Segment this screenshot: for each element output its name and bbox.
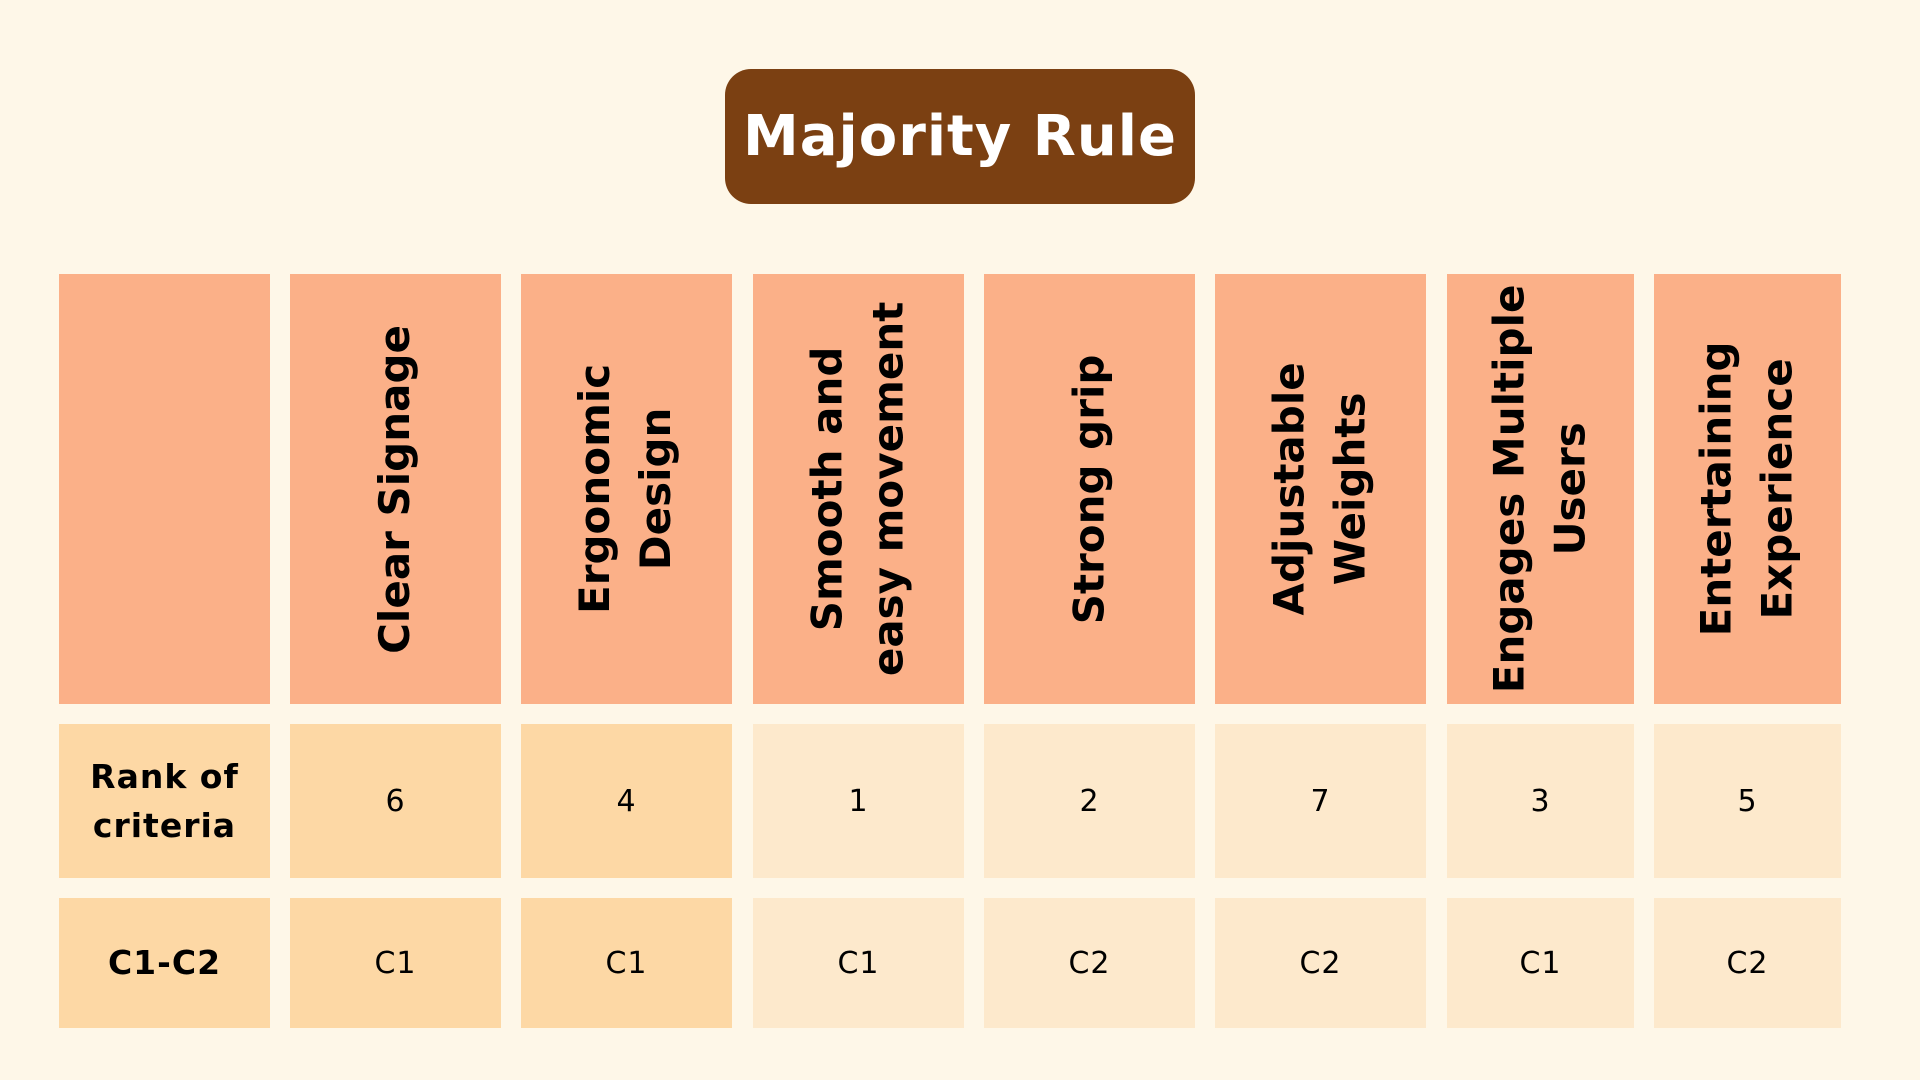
c1c2-row-label: C1-C2	[107, 943, 222, 983]
c1c2-cell-entertaining-experience: C2	[1654, 898, 1841, 1028]
c1c2-cell-engages-multiple-users: C1	[1447, 898, 1634, 1028]
rank-cell-ergonomic-design: 4	[521, 724, 732, 878]
rank-value: 2	[1079, 783, 1100, 819]
header-label-clear-signage: Clear Signage	[370, 324, 420, 654]
header-engages-multiple-users: Engages Multiple Users	[1447, 274, 1634, 704]
c1c2-value: C1	[605, 945, 648, 981]
c1c2-cell-strong-grip: C2	[984, 898, 1195, 1028]
header-smooth-movement: Smooth and easy movement	[753, 274, 964, 704]
rank-cell-strong-grip: 2	[984, 724, 1195, 878]
page-title: Majority Rule	[743, 104, 1177, 169]
rank-value: 6	[385, 783, 406, 819]
c1c2-value: C1	[1519, 945, 1562, 981]
rank-cell-adjustable-weights: 7	[1215, 724, 1426, 878]
header-clear-signage: Clear Signage	[290, 274, 501, 704]
rank-value: 7	[1310, 783, 1331, 819]
rank-row-label-cell: Rank of criteria	[59, 724, 270, 878]
header-ergonomic-design: Ergonomic Design	[521, 274, 732, 704]
c1c2-value: C1	[837, 945, 880, 981]
header-entertaining-experience: Entertaining Experience	[1654, 274, 1841, 704]
header-corner-cell	[59, 274, 270, 704]
rank-cell-smooth-movement: 1	[753, 724, 964, 878]
rank-value: 4	[616, 783, 637, 819]
rank-row-label: Rank of criteria	[90, 756, 239, 846]
header-label-engages-multiple-users: Engages Multiple Users	[1484, 284, 1595, 694]
rank-value: 3	[1530, 783, 1551, 819]
rank-value: 5	[1737, 783, 1758, 819]
rank-cell-clear-signage: 6	[290, 724, 501, 878]
header-label-strong-grip: Strong grip	[1064, 354, 1114, 624]
header-label-smooth-movement: Smooth and easy movement	[802, 301, 913, 677]
rank-cell-entertaining-experience: 5	[1654, 724, 1841, 878]
c1c2-cell-smooth-movement: C1	[753, 898, 964, 1028]
c1c2-value: C2	[1068, 945, 1111, 981]
rank-value: 1	[848, 783, 869, 819]
header-adjustable-weights: Adjustable Weights	[1215, 274, 1426, 704]
rank-cell-engages-multiple-users: 3	[1447, 724, 1634, 878]
header-label-ergonomic-design: Ergonomic Design	[570, 363, 681, 615]
c1c2-row-label-cell: C1-C2	[59, 898, 270, 1028]
c1c2-value: C2	[1299, 945, 1342, 981]
header-label-entertaining-experience: Entertaining Experience	[1691, 341, 1802, 637]
c1c2-value: C2	[1726, 945, 1769, 981]
c1c2-value: C1	[374, 945, 417, 981]
header-strong-grip: Strong grip	[984, 274, 1195, 704]
title-banner: Majority Rule	[725, 69, 1195, 204]
c1c2-cell-clear-signage: C1	[290, 898, 501, 1028]
c1c2-cell-adjustable-weights: C2	[1215, 898, 1426, 1028]
c1c2-cell-ergonomic-design: C1	[521, 898, 732, 1028]
header-label-adjustable-weights: Adjustable Weights	[1264, 362, 1375, 616]
